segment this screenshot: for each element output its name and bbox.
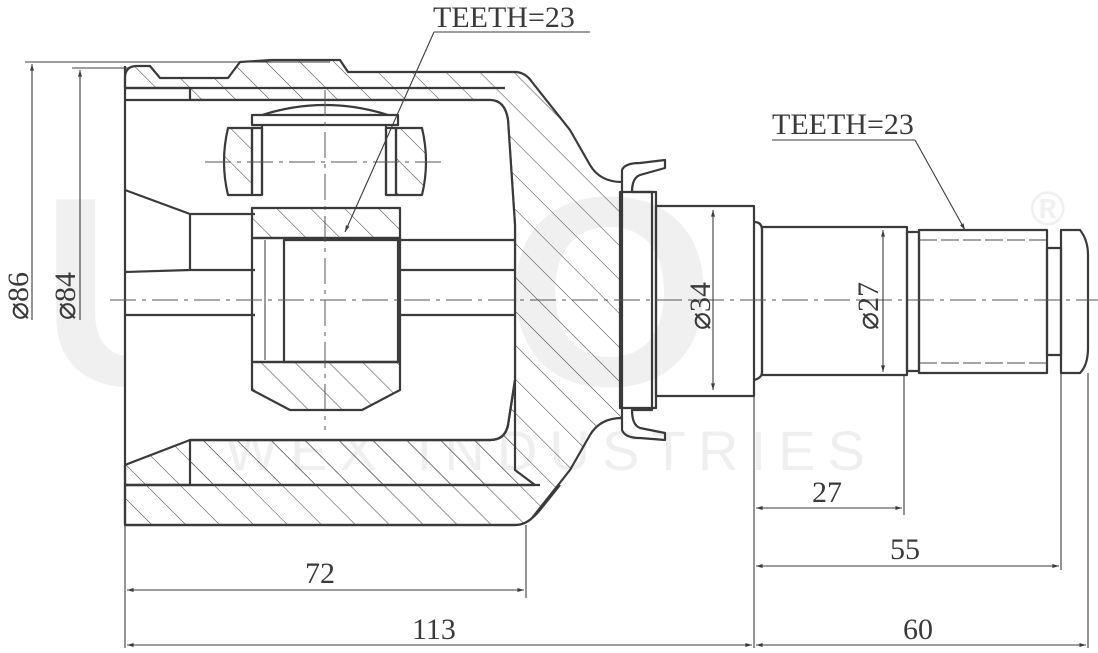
dim-dia-34: ⌀34	[684, 282, 717, 330]
dim-len-27: 27	[812, 476, 842, 509]
watermark-registered-icon: ®	[1030, 183, 1065, 236]
stub-shaft	[618, 158, 1090, 442]
dim-dia-86: ⌀86	[2, 272, 35, 320]
callout-teeth-inner: TEETH=23	[433, 1, 575, 34]
callout-teeth-outer: TEETH=23	[772, 108, 914, 141]
dim-len-113: 113	[412, 613, 456, 646]
dim-dia-84: ⌀84	[49, 272, 82, 320]
dim-dia-27: ⌀27	[852, 282, 885, 330]
dim-len-72: 72	[305, 557, 335, 590]
dim-len-60: 60	[903, 613, 933, 646]
dimensions: ⌀86 ⌀84 ⌀34 ⌀27 72 113 27 55 60	[2, 61, 1089, 648]
centerlines	[110, 90, 1098, 430]
tripod-assembly	[222, 103, 428, 412]
housing	[123, 58, 624, 527]
callouts: TEETH=23 TEETH=23	[344, 1, 966, 233]
dim-len-55: 55	[890, 533, 920, 566]
